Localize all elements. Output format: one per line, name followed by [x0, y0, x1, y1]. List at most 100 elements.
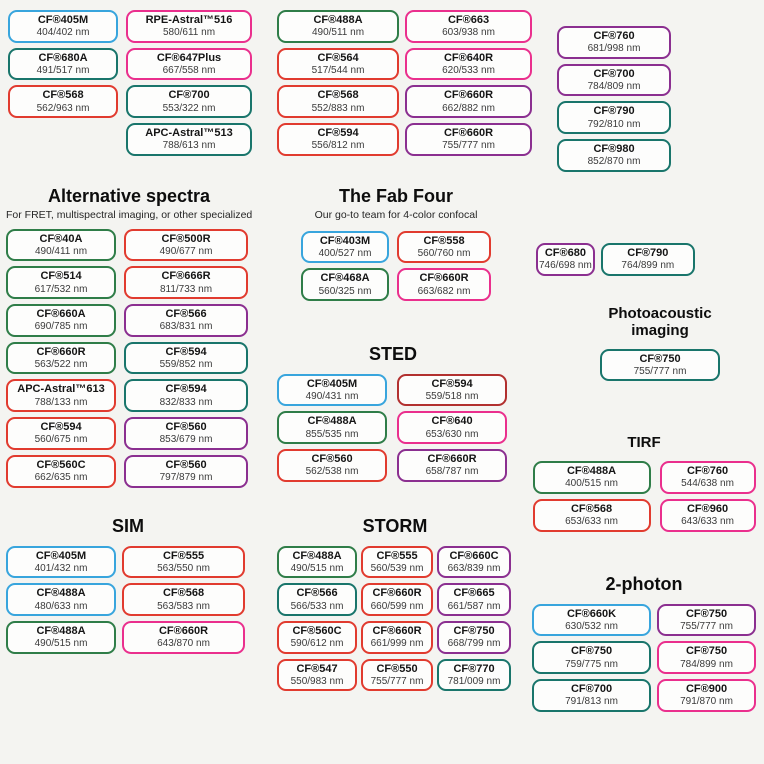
dye-ex-em: 617/532 nm	[34, 283, 88, 295]
dye-ex-em: 791/870 nm	[680, 696, 733, 708]
dye-ex-em: 580/611 nm	[162, 27, 216, 39]
dye-name: CF®594	[317, 127, 359, 140]
dye-name: CF®660R	[372, 587, 422, 600]
dye-pill: CF®660R 661/999 nm	[361, 621, 433, 654]
tirf-grid: CF®488A 400/515 nm CF®760 544/638 nm CF®…	[528, 461, 760, 532]
dye-name: CF®760	[686, 465, 729, 478]
dye-name: CF®660R	[443, 89, 494, 102]
dye-pill: CF®488A 400/515 nm	[532, 461, 651, 494]
dye-name: CF®660R	[443, 127, 494, 140]
dye-name: CF®558	[423, 234, 465, 247]
dye-pill: CF®550 755/777 nm	[361, 658, 433, 692]
dye-pill: CF®750 668/799 nm	[437, 621, 511, 654]
dye-name: CF®488A	[292, 549, 342, 562]
dye-pill: CF®660R 663/682 nm	[397, 268, 491, 302]
dye-pill: CF®770 781/009 nm	[437, 658, 511, 692]
dye-pill: APC-Astral™613 788/133 nm	[6, 379, 116, 413]
dye-pill: CF®547 550/983 nm	[277, 658, 357, 692]
dye-name: CF®640	[431, 415, 473, 428]
dye-name: CF®468A	[320, 272, 370, 285]
dye-name: CF®594	[431, 377, 473, 390]
dye-pill: CF®660R 643/870 nm	[122, 621, 245, 654]
dye-ex-em: 662/882 nm	[442, 102, 495, 114]
section-title: Photoacoustic imaging	[608, 305, 712, 340]
dye-ex-em: 755/777 nm	[633, 365, 687, 377]
dye-name: CF®660A	[36, 308, 86, 321]
dye-name: CF®660R	[372, 625, 422, 638]
dye-name: CF®640R	[443, 51, 494, 64]
dye-ex-em: 781/009 nm	[447, 675, 501, 687]
top-dye-column-5: CF®760 681/998 nm CF®700 784/809 nm CF®7…	[557, 26, 671, 172]
dye-name: CF®660C	[449, 549, 499, 562]
dye-pill: CF®750 784/899 nm	[657, 641, 756, 675]
dye-pill: CF®790 792/810 nm	[557, 101, 671, 135]
dye-pill: CF®568 563/583 nm	[122, 583, 245, 617]
dye-pill: CF®594 560/675 nm	[6, 417, 116, 450]
dye-ex-em: 653/633 nm	[565, 516, 618, 528]
dye-pill: CF®666R 811/733 nm	[124, 266, 248, 300]
dye-pill: CF®665 661/587 nm	[437, 583, 511, 617]
dye-name: CF®488A	[313, 14, 363, 26]
section-title: TIRF	[627, 434, 661, 451]
dye-name: CF®594	[40, 421, 82, 434]
dye-name: CF®568	[317, 89, 359, 102]
dye-pill: CF®750 755/777 nm	[600, 348, 720, 382]
dye-name: CF®665	[453, 587, 495, 600]
dye-name: CF®660R	[36, 345, 86, 358]
top-dye-column-3: CF®488A 490/511 nm CF®564 517/544 nm CF®…	[277, 10, 399, 156]
dye-pill: CF®488A 490/515 nm	[6, 621, 116, 654]
dye-ex-em: 855/535 nm	[305, 428, 359, 440]
dye-ex-em: 792/810 nm	[587, 118, 641, 130]
dye-ex-em: 811/733 nm	[159, 283, 213, 295]
section-fab-four: The Fab Four Our go-to team for 4-color …	[296, 186, 496, 302]
dye-pill: CF®564 517/544 nm	[277, 47, 399, 81]
dye-name: CF®560C	[292, 625, 342, 638]
dye-ex-em: 559/852 nm	[159, 358, 213, 370]
dye-name: CF®514	[40, 270, 82, 283]
dye-name: CF®560	[311, 453, 353, 466]
dye-name: CF®568	[570, 502, 613, 515]
dye-pill: CF®700 791/813 nm	[532, 679, 651, 712]
dye-ex-em: 643/870 nm	[157, 638, 210, 650]
dye-name: CF®405M	[306, 377, 358, 390]
dye-ex-em: 784/899 nm	[680, 658, 733, 670]
dye-ex-em: 562/538 nm	[305, 466, 359, 478]
dye-ex-em: 663/839 nm	[447, 562, 501, 574]
section-title: SIM	[111, 516, 144, 536]
dye-ex-em: 400/515 nm	[565, 478, 618, 490]
dye-name: CF®750	[453, 625, 495, 638]
dye-name: CF®594	[165, 383, 207, 396]
dye-pill: CF®568 653/633 nm	[532, 498, 651, 532]
dye-pill: CF®488A 490/515 nm	[277, 545, 357, 579]
top-dye-column-2: RPE-Astral™516 580/611 nm CF®647Plus 667…	[126, 10, 252, 156]
dye-ex-em: 553/322 nm	[162, 102, 216, 114]
dye-name: CF®700	[570, 683, 613, 696]
dye-name: CF®566	[296, 587, 338, 600]
alternative-spectra-grid: CF®40A 490/411 nm CF®500R 490/677 nm CF®…	[6, 228, 252, 488]
dye-pill: CF®560 853/679 nm	[124, 417, 248, 450]
dye-pill: CF®40A 490/411 nm	[6, 228, 116, 262]
dye-ex-em: 852/870 nm	[587, 156, 641, 168]
dye-ex-em: 404/402 nm	[36, 27, 90, 39]
dye-pill: CF®566 566/533 nm	[277, 583, 357, 617]
dye-ex-em: 663/682 nm	[417, 285, 471, 297]
section-subtitle: Our go-to team for 4-color confocal	[314, 208, 478, 221]
near-infrared-pair: CF®680 746/698 nm CF®790 764/899 nm	[536, 243, 695, 276]
section-title: STED	[368, 344, 417, 364]
dye-ex-em: 661/999 nm	[370, 638, 424, 650]
dye-name: CF®500R	[161, 232, 211, 245]
dye-name: CF®564	[317, 51, 359, 64]
dye-ex-em: 559/518 nm	[425, 390, 479, 402]
section-subtitle: For FRET, multispectral imaging, or othe…	[6, 208, 253, 221]
dye-pill: CF®555 560/539 nm	[361, 545, 433, 579]
dye-ex-em: 560/760 nm	[417, 247, 471, 259]
top-dye-column-1: CF®405M 404/402 nm CF®680A 491/517 nm CF…	[8, 10, 118, 119]
dye-ex-em: 400/527 nm	[318, 247, 372, 259]
dye-ex-em: 563/583 nm	[157, 600, 210, 612]
dye-pill: RPE-Astral™516 580/611 nm	[126, 10, 252, 43]
dye-pill: CF®560 797/879 nm	[124, 454, 248, 488]
dye-name: CF®594	[165, 345, 207, 358]
dye-ex-em: 490/515 nm	[34, 638, 88, 650]
section-sim: SIM CF®405M 401/432 nm CF®555 563/550 nm…	[6, 516, 250, 654]
